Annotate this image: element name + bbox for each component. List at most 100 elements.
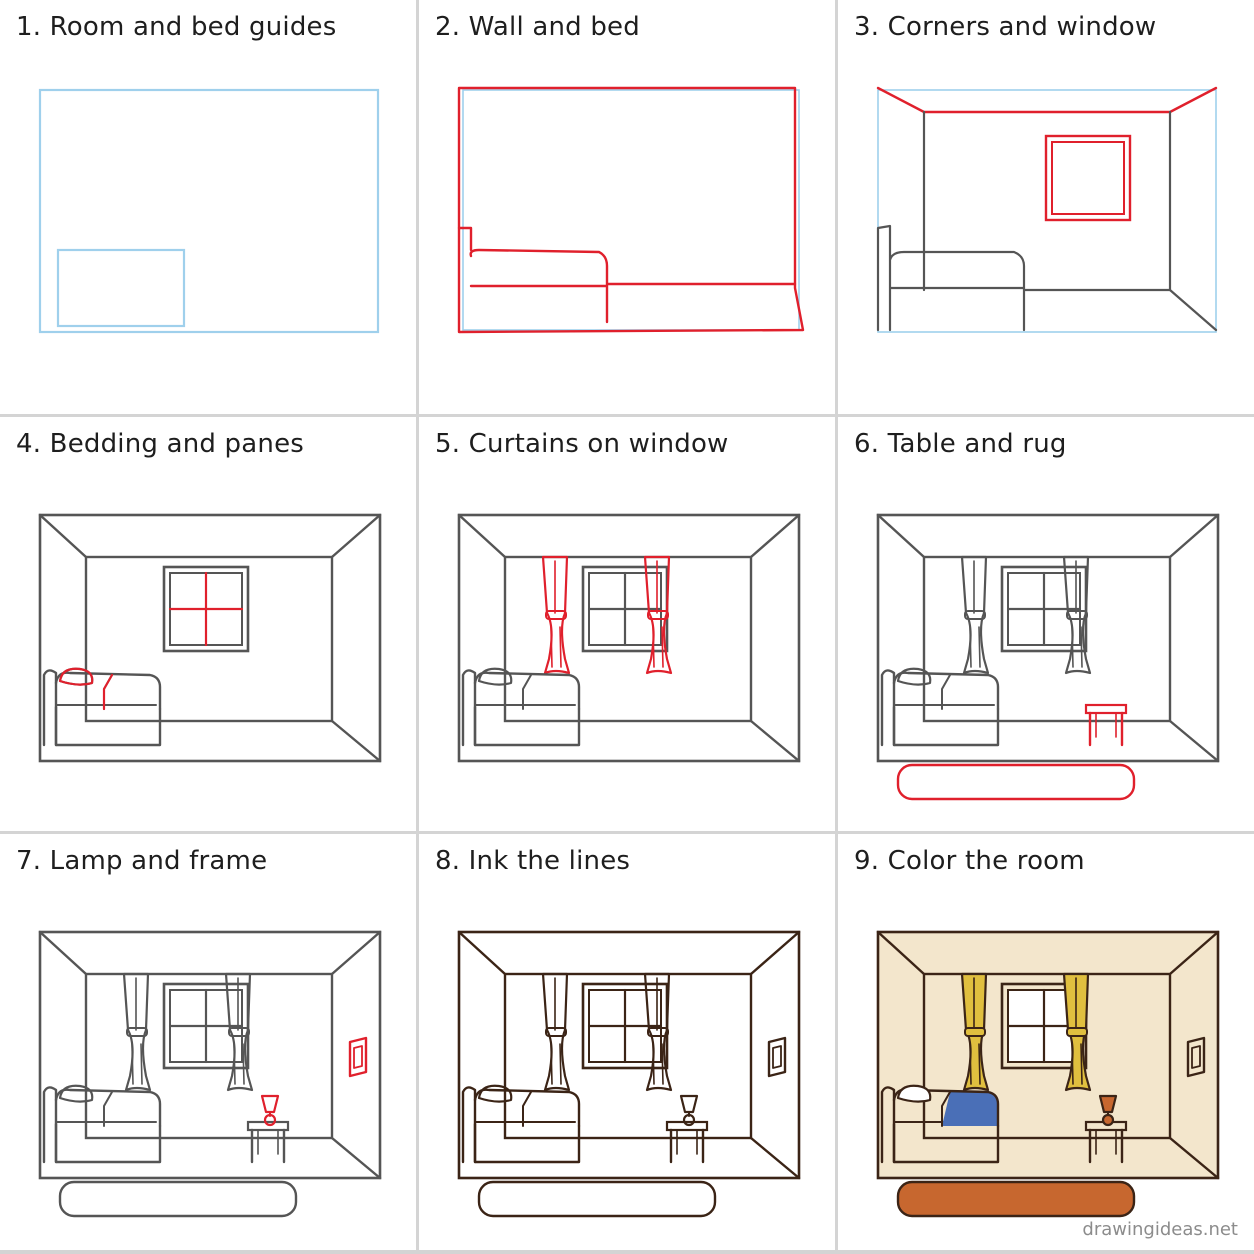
lamp-shade <box>260 1094 280 1114</box>
corner-line <box>1168 930 1220 976</box>
table-top <box>665 1120 709 1132</box>
wall-frame <box>1186 1036 1206 1078</box>
back-wall <box>84 555 334 723</box>
bedding-highlight <box>58 667 114 711</box>
wall-frame-inner <box>353 1045 363 1069</box>
rug <box>896 1180 1136 1218</box>
headboard <box>42 1086 58 1164</box>
pillow <box>477 667 513 686</box>
step-panel-3: 3. Corners and window <box>838 0 1254 414</box>
bed-sketch <box>457 226 797 324</box>
watermark-text: drawingideas.net <box>1082 1219 1238 1240</box>
curtain-fold <box>652 560 664 668</box>
curtain-tie <box>545 1027 567 1037</box>
curtain-tie <box>964 1027 986 1037</box>
headboard <box>880 1086 896 1164</box>
step-title: 5. Curtains on window <box>435 429 729 459</box>
bed-base <box>473 1122 581 1164</box>
step-panel-9: 9. Color the room <box>838 834 1254 1250</box>
room-guide <box>462 89 800 331</box>
corner-line <box>38 930 88 976</box>
step-title: 9. Color the room <box>854 846 1085 876</box>
bed-base <box>54 705 162 747</box>
table-leg-inner <box>1095 712 1117 738</box>
window-outline <box>1044 134 1132 222</box>
step-panel-4: 4. Bedding and panes <box>0 417 416 831</box>
rug <box>477 1180 717 1218</box>
mattress-top <box>54 1088 162 1128</box>
corner-line <box>330 930 382 976</box>
pillow <box>58 1084 94 1103</box>
step-drawing-9 <box>876 930 1220 1218</box>
curtain-fold <box>969 977 981 1085</box>
table-leg <box>250 1128 286 1164</box>
room-outline <box>876 930 1220 1180</box>
curtain-tie <box>228 1027 250 1037</box>
step-drawing-3 <box>876 86 1218 333</box>
step-drawing-7 <box>38 930 382 1218</box>
step-drawing-2 <box>457 86 805 334</box>
corner-line <box>1168 719 1220 763</box>
bed-base <box>54 1122 162 1164</box>
curtain-tie <box>1066 1027 1088 1037</box>
step-title: 6. Table and rug <box>854 429 1067 459</box>
mattress-top <box>892 671 1000 711</box>
step-panel-6: 6. Table and rug <box>838 417 1254 831</box>
lamp-base <box>1101 1113 1115 1127</box>
corner-line <box>876 513 926 559</box>
blanket-fill <box>942 1092 998 1126</box>
wall-frame-inner <box>772 1045 782 1069</box>
back-wall <box>503 972 753 1140</box>
table-leg-inner <box>1095 1129 1117 1155</box>
corner-line <box>749 930 801 976</box>
table-leg <box>669 1128 705 1164</box>
table-leg-inner <box>676 1129 698 1155</box>
curtain-fold <box>550 560 562 668</box>
pillow <box>896 667 932 686</box>
headboard <box>461 669 477 747</box>
curtain-tie <box>647 1027 669 1037</box>
table-leg <box>1088 711 1124 747</box>
blanket-edge <box>941 1091 951 1127</box>
curtain-tie <box>964 610 986 620</box>
bed-pencil <box>876 224 1172 332</box>
step-title: 4. Bedding and panes <box>16 429 305 459</box>
lamp-shade <box>1098 1094 1118 1114</box>
step-drawing-8 <box>457 930 801 1218</box>
wall-outline <box>457 86 805 334</box>
step-panel-7: 7. Lamp and frame <box>0 834 416 1250</box>
room-outline <box>38 930 382 1180</box>
blanket-edge <box>941 674 951 710</box>
step-panel-2: 2. Wall and bed <box>419 0 835 414</box>
corner-line <box>330 513 382 559</box>
table-leg-inner <box>257 1129 279 1155</box>
room-outline <box>457 930 801 1180</box>
headboard <box>461 1086 477 1164</box>
lamp-base <box>263 1113 277 1127</box>
curtain-fold <box>969 560 981 668</box>
bed-base <box>892 1122 1000 1164</box>
corner-line <box>1168 513 1220 559</box>
table-top <box>1084 703 1128 715</box>
curtain-fold <box>1071 560 1083 668</box>
rug <box>896 763 1136 801</box>
bed-base <box>892 705 1000 747</box>
mattress-top <box>473 671 581 711</box>
wall-frame <box>348 1036 368 1078</box>
room-guide <box>877 89 1217 333</box>
corner-line <box>457 930 507 976</box>
pillow <box>896 1084 932 1103</box>
curtain-tie <box>647 610 669 620</box>
step-drawing-1 <box>38 88 380 334</box>
corner-line <box>749 513 801 559</box>
back-wall <box>84 972 334 1140</box>
rug <box>58 1180 298 1218</box>
pillow <box>477 1084 513 1103</box>
room-outline <box>38 513 382 763</box>
back-wall <box>922 555 1172 723</box>
step-title: 2. Wall and bed <box>435 12 640 42</box>
curtain-fold <box>550 977 562 1085</box>
back-wall <box>922 972 1172 1140</box>
curtain-tie <box>545 610 567 620</box>
